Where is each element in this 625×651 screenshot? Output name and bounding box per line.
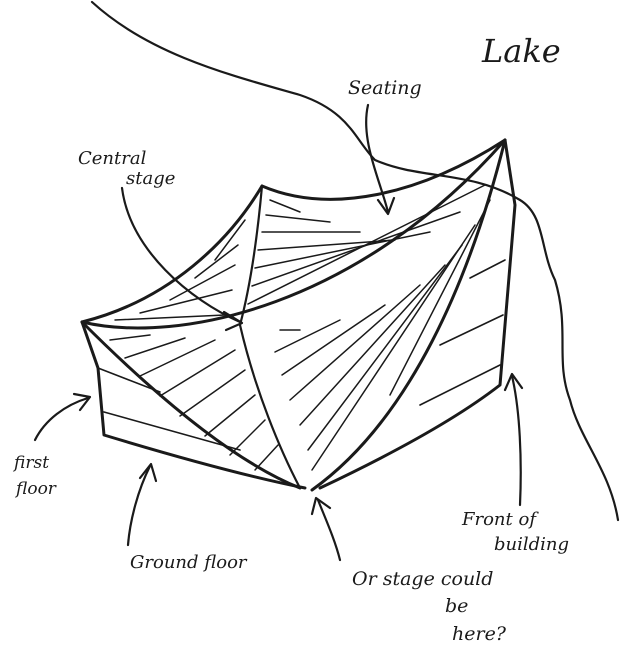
left-wall-floor-line <box>104 412 240 450</box>
alt-stage-label-line3: here? <box>452 623 507 645</box>
alt-stage-label-line2: be <box>445 595 468 617</box>
front-label-line2: building <box>494 534 569 555</box>
front-arrow <box>512 376 521 505</box>
right-wall-floor-line-2 <box>440 315 503 345</box>
right-wall <box>320 140 515 488</box>
front-label-line1: Front of <box>461 509 539 530</box>
lake-label: Lake <box>481 32 561 70</box>
seating-label: Seating <box>348 77 422 99</box>
ridge-left <box>240 325 300 488</box>
right-wall-floor-line-1 <box>470 260 505 278</box>
roof-left-curve <box>82 186 262 322</box>
ground-floor-label: Ground floor <box>130 552 248 573</box>
central-stage-label-line1: Central <box>78 148 147 169</box>
first-floor-arrow <box>35 398 88 440</box>
left-wall <box>82 322 305 488</box>
seating-hatching-front-left <box>110 335 278 470</box>
alt-stage-arrow <box>318 500 340 560</box>
first-floor-label-line1: first <box>12 453 49 473</box>
seating-hatching-back <box>248 185 485 304</box>
ridge-back <box>240 186 262 325</box>
alt-stage-label-line1: Or stage could <box>352 568 493 590</box>
roof-left-edge <box>82 322 300 488</box>
roof-back-curve <box>262 140 505 199</box>
first-floor-label-line2: floor <box>14 479 57 499</box>
central-stage-label-line2: stage <box>126 168 175 189</box>
right-wall-floor-line-3 <box>420 365 500 405</box>
